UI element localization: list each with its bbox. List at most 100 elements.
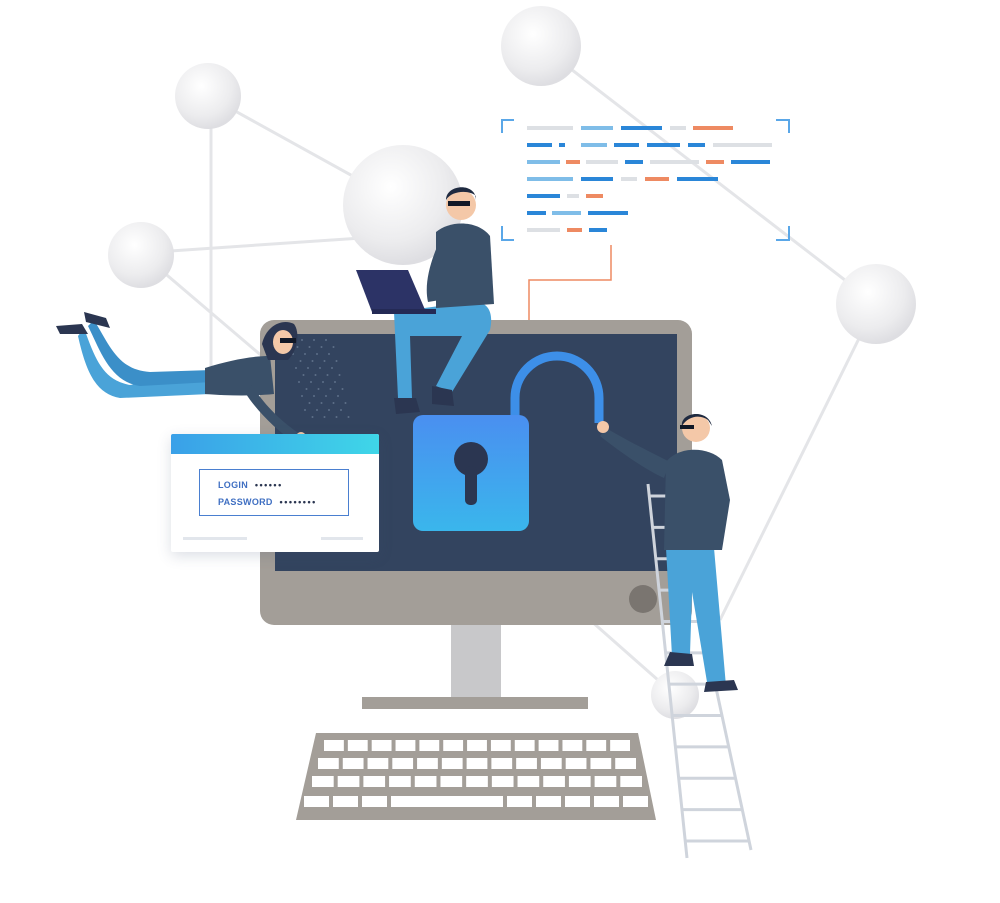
- scan-dot: [341, 388, 344, 390]
- scan-dot: [332, 346, 335, 348]
- keyboard-key: [419, 740, 440, 751]
- keyboard-key: [490, 740, 511, 751]
- keyboard-key: [540, 758, 562, 769]
- login-label: LOGIN: [218, 480, 248, 490]
- scan-dot: [311, 416, 314, 418]
- keyboard-key: [333, 796, 358, 807]
- keyboard-key: [417, 758, 438, 769]
- login-row: LOGIN ••••••: [218, 480, 283, 490]
- keyboard-key: [568, 776, 591, 787]
- monitor-button: [629, 585, 657, 613]
- scan-dot: [325, 339, 327, 341]
- flying-woman: [56, 312, 306, 442]
- keyboard-key: [517, 776, 540, 787]
- keyboard-key: [392, 758, 414, 769]
- scan-dot: [320, 346, 323, 348]
- keyboard-key: [337, 776, 360, 787]
- keyboard-key: [414, 776, 437, 787]
- scan-dot: [322, 381, 324, 383]
- login-value: ••••••: [254, 480, 283, 490]
- password-label: PASSWORD: [218, 497, 273, 507]
- keyboard-key: [389, 776, 411, 787]
- keyboard-key: [586, 740, 607, 751]
- scan-dot: [311, 360, 314, 362]
- keyboard-key: [367, 758, 389, 769]
- scan-dot: [323, 360, 326, 362]
- keyboard-key: [514, 740, 535, 751]
- network-node-icon: [651, 671, 699, 719]
- scan-dot: [316, 409, 318, 411]
- keyboard-key: [312, 776, 334, 787]
- keyboard-key: [443, 740, 464, 751]
- code-panel: [501, 119, 790, 368]
- keyboard-key: [467, 740, 487, 751]
- keyboard-key: [491, 758, 513, 769]
- keyboard-key: [466, 758, 488, 769]
- network-nodes: [108, 6, 916, 719]
- keyboard-key: [565, 758, 587, 769]
- login-card: LOGIN •••••• PASSWORD ••••••••: [171, 434, 379, 552]
- keyboard-key: [615, 758, 636, 769]
- login-form-box: LOGIN •••••• PASSWORD ••••••••: [199, 469, 349, 516]
- scan-dot: [308, 346, 311, 348]
- scan-dot: [305, 388, 308, 390]
- keyboard-key: [347, 740, 368, 751]
- keyboard-key: [590, 758, 612, 769]
- keyboard-key: [507, 796, 532, 807]
- scan-dot: [323, 416, 326, 418]
- scan-dot: [320, 402, 323, 404]
- keyhole-icon: [454, 442, 488, 505]
- keyboard-key: [623, 796, 648, 807]
- login-card-header: [171, 434, 379, 454]
- scan-dot: [319, 367, 321, 369]
- login-card-footer-left: [183, 537, 247, 540]
- keyboard-key: [371, 740, 392, 751]
- scan-dot: [335, 416, 338, 418]
- scan-dot: [338, 374, 341, 376]
- keyboard-key: [440, 776, 463, 787]
- scan-dot: [326, 374, 329, 376]
- keyboard-key: [363, 776, 386, 787]
- scan-dot: [328, 353, 330, 355]
- keyboard-key: [516, 758, 537, 769]
- monitor-stand-neck: [451, 620, 501, 700]
- scan-dot: [307, 367, 309, 369]
- network-node-icon: [343, 145, 463, 265]
- keyboard-key: [594, 796, 619, 807]
- scan-dot: [335, 360, 338, 362]
- scan-dot: [308, 402, 311, 404]
- code-lines: [527, 126, 772, 232]
- scan-dot: [314, 374, 317, 376]
- scan-dot: [329, 388, 332, 390]
- scan-dot: [299, 360, 302, 362]
- keyboard-key: [562, 740, 583, 751]
- password-row: PASSWORD ••••••••: [218, 497, 317, 507]
- network-node-icon: [175, 63, 241, 129]
- scan-dot: [310, 381, 312, 383]
- keyboard-key: [536, 796, 561, 807]
- scan-dot: [337, 395, 339, 397]
- keyboard-key: [538, 740, 559, 751]
- network-node-icon: [501, 6, 581, 86]
- scan-dot: [317, 388, 320, 390]
- scan-dot: [340, 409, 342, 411]
- scan-dot: [334, 381, 336, 383]
- keyboard-icon: [296, 733, 656, 820]
- keyboard-key: [543, 776, 565, 787]
- keyboard-key: [395, 740, 416, 751]
- scan-dot: [325, 395, 327, 397]
- scan-dot: [295, 367, 297, 369]
- keyboard-key: [610, 740, 630, 751]
- scan-dot: [304, 353, 306, 355]
- keyboard-key: [362, 796, 387, 807]
- keyboard-key: [441, 758, 463, 769]
- keyboard-key: [324, 740, 344, 751]
- keyboard-key: [620, 776, 642, 787]
- monitor-stand-base: [362, 697, 588, 709]
- scan-dot: [301, 339, 303, 341]
- scan-dot: [316, 353, 318, 355]
- scan-dot: [332, 402, 335, 404]
- keyboard-key: [304, 796, 329, 807]
- keyboard-key: [466, 776, 488, 787]
